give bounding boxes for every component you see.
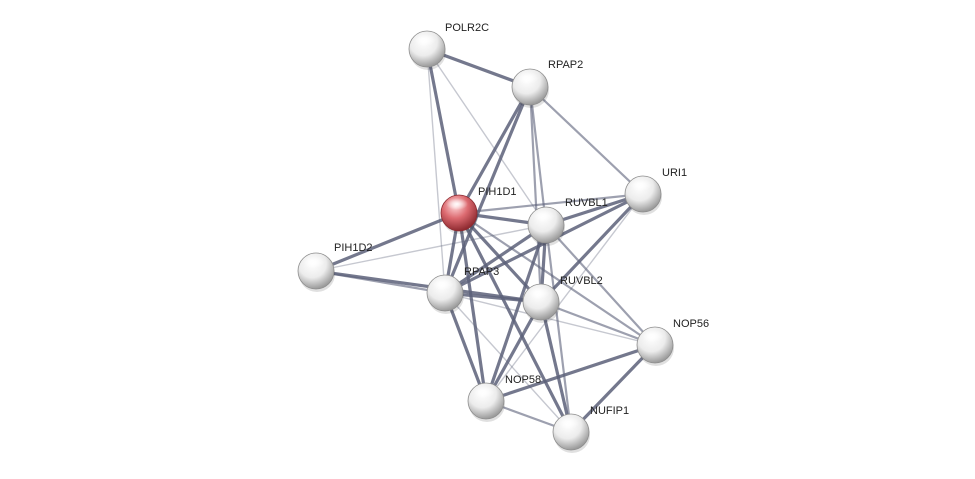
node-highlight-shine	[303, 256, 325, 268]
node-highlight-shine	[533, 210, 555, 222]
node-highlight-shine	[558, 417, 580, 429]
edge-pih1d1-uri1	[457, 192, 645, 215]
edge-rpap3-nop56	[444, 292, 656, 346]
edge-ruvbl2-nop56	[539, 300, 657, 347]
node-highlight-shine	[414, 34, 436, 46]
node-label: POLR2C	[445, 22, 489, 34]
node-nop58[interactable]: NOP58	[467, 374, 541, 422]
node-nop56[interactable]: NOP56	[636, 318, 709, 366]
node-highlight-shine	[446, 198, 468, 210]
edge-uri1-ruvbl2	[539, 192, 645, 304]
edge-ruvbl2-nufip1	[539, 300, 573, 434]
edge-polr2c-ruvbl1	[426, 48, 547, 226]
node-pih1d1[interactable]: PIH1D1	[440, 186, 517, 234]
node-label: PIH1D2	[334, 242, 373, 254]
node-highlight-shine	[517, 72, 539, 84]
node-ruvbl1[interactable]: RUVBL1	[527, 197, 608, 246]
node-highlight-shine	[642, 330, 664, 342]
node-nufip1[interactable]: NUFIP1	[552, 405, 629, 453]
edge-polr2c-rpap3	[426, 48, 446, 294]
node-rpap3[interactable]: RPAP3	[426, 266, 499, 314]
edge-ruvbl1-rpap3	[443, 223, 548, 295]
edge-uri1-nop58	[485, 193, 644, 402]
edge-nop56-nop58	[484, 343, 657, 403]
edge-pih1d1-pih1d2	[314, 211, 461, 273]
edge-rpap2-pih1d1	[457, 85, 532, 215]
node-polr2c[interactable]: POLR2C	[408, 22, 489, 70]
edge-polr2c-pih1d1	[425, 47, 461, 215]
node-pih1d2[interactable]: PIH1D2	[297, 242, 373, 292]
node-label: RPAP2	[548, 59, 583, 71]
node-uri1[interactable]: URI1	[624, 167, 687, 215]
node-label: RPAP3	[464, 266, 499, 278]
node-highlight-shine	[432, 278, 454, 290]
edge-rpap2-uri1	[528, 85, 645, 196]
edge-rpap2-rpap3	[443, 85, 532, 295]
node-highlight-shine	[473, 386, 495, 398]
node-label: RUVBL1	[565, 197, 608, 209]
node-highlight-shine	[528, 287, 550, 299]
edge-pih1d1-nufip1	[457, 211, 573, 434]
edge-ruvbl2-nop58	[484, 300, 543, 403]
node-rpap2[interactable]: RPAP2	[511, 59, 583, 108]
node-label: URI1	[662, 167, 687, 179]
node-label: NUFIP1	[590, 405, 629, 417]
node-label: RUVBL2	[560, 275, 603, 287]
edge-ruvbl1-nop58	[484, 223, 548, 403]
node-highlight-shine	[630, 179, 652, 191]
node-layer: POLR2C RPAP2URI1PIH1D1RUVBL1PIH1D2RPAP3RU…	[297, 22, 709, 453]
edge-pih1d1-nop56	[457, 211, 657, 347]
edge-ruvbl1-nufip1	[544, 223, 573, 434]
edge-rpap2-ruvbl1	[528, 85, 548, 227]
edge-rpap3-nop58	[443, 291, 488, 403]
edge-layer	[314, 47, 657, 434]
edge-ruvbl1-pih1d2	[315, 224, 547, 272]
node-ruvbl2[interactable]: RUVBL2	[522, 275, 603, 323]
edge-pih1d1-nop58	[457, 211, 488, 403]
edge-ruvbl1-nop56	[544, 223, 657, 347]
edge-nop56-nufip1	[569, 343, 657, 434]
node-label: NOP56	[673, 318, 709, 330]
node-label: NOP58	[505, 374, 541, 386]
node-label: PIH1D1	[478, 186, 517, 198]
